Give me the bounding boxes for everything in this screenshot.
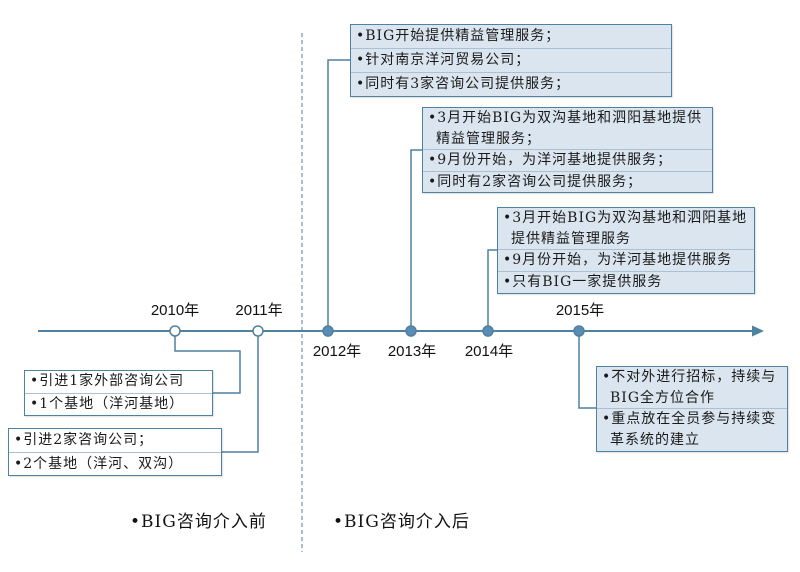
event-line: •BIG开始提供精益管理服务； — [356, 28, 561, 44]
event-item: •3月开始BIG为双沟基地和泗阳基地 提供精益管理服务 — [498, 208, 754, 249]
event-item: •针对南京洋河贸易公司； — [351, 48, 671, 72]
marker-2015 — [573, 325, 585, 337]
event-line-continuation: 革系统的建立 — [610, 431, 700, 448]
event-line: •同时有2家咨询公司提供服务； — [428, 173, 643, 190]
event-item: •同时有3家咨询公司提供服务； — [351, 72, 671, 96]
event-item: •3月开始BIG为双沟基地和泗阳基地提供 精益管理服务； — [423, 108, 712, 149]
year-label-2013: 2013年 — [387, 343, 437, 360]
year-label-2012: 2012年 — [312, 343, 362, 360]
event-line: •针对南京洋河贸易公司； — [356, 52, 531, 68]
event-item: •不对外进行招标，持续与 BIG全方位合作 — [597, 367, 787, 408]
event-line: •9月份开始，为洋河基地提供服务； — [428, 152, 673, 168]
event-line: •不对外进行招标，持续与 — [602, 369, 777, 385]
event-box-2013: •3月开始BIG为双沟基地和泗阳基地提供 精益管理服务； •9月份开始，为洋河基… — [422, 107, 713, 193]
event-line: •3月开始BIG为双沟基地和泗阳基地提供 — [428, 110, 703, 126]
event-line: •只有BIG一家提供服务 — [503, 273, 663, 290]
timeline-arrowhead — [752, 325, 764, 337]
event-line: •2个基地（洋河、双沟） — [14, 455, 184, 472]
event-box-2015: •不对外进行招标，持续与 BIG全方位合作 •重点放在全员参与持续变 革系统的建… — [596, 366, 788, 452]
event-line-continuation: BIG全方位合作 — [610, 389, 716, 406]
marker-2012 — [322, 325, 334, 337]
event-line-continuation: 精益管理服务； — [436, 130, 541, 147]
event-item: •引进1家外部咨询公司 — [25, 371, 212, 393]
event-item: •引进2家咨询公司； — [9, 429, 221, 452]
event-item: •9月份开始，为洋河基地提供服务； — [423, 149, 712, 171]
event-box-2012: •BIG开始提供精益管理服务； •针对南京洋河贸易公司； •同时有3家咨询公司提… — [350, 24, 672, 97]
connector-2011 — [222, 331, 259, 453]
event-line: •9月份开始，为洋河基地提供服务 — [503, 252, 733, 268]
year-label-2010: 2010年 — [150, 302, 200, 319]
event-item: •BIG开始提供精益管理服务； — [351, 25, 671, 48]
event-line-continuation: 提供精益管理服务 — [511, 230, 631, 247]
connector-2013 — [410, 149, 422, 331]
event-line: •1个基地（洋河基地） — [30, 395, 185, 412]
connector-2010 — [174, 331, 241, 394]
connector-2012 — [327, 59, 350, 331]
marker-2011 — [252, 325, 264, 337]
year-label-2011: 2011年 — [235, 302, 283, 319]
event-item: •1个基地（洋河基地） — [25, 392, 212, 416]
event-box-2011: •引进2家咨询公司； •2个基地（洋河、双沟） — [8, 428, 222, 476]
connector-2015 — [578, 331, 596, 409]
event-box-2010: •引进1家外部咨询公司 •1个基地（洋河基地） — [24, 370, 213, 416]
event-item: •同时有2家咨询公司提供服务； — [423, 170, 712, 193]
connector-2014 — [487, 249, 497, 331]
event-item: •只有BIG一家提供服务 — [498, 270, 754, 293]
year-label-2015: 2015年 — [555, 302, 605, 319]
phase-label-after: •BIG咨询介入后 — [333, 512, 470, 532]
event-line: •引进1家外部咨询公司 — [30, 373, 185, 389]
event-line: •重点放在全员参与持续变 — [602, 411, 777, 427]
event-line: •引进2家咨询公司； — [14, 432, 154, 448]
marker-2010 — [169, 325, 181, 337]
event-item: •2个基地（洋河、双沟） — [9, 451, 221, 476]
event-line: •3月开始BIG为双沟基地和泗阳基地 — [503, 210, 748, 226]
event-item: •9月份开始，为洋河基地提供服务 — [498, 249, 754, 271]
phase-label-before: •BIG咨询介入前 — [130, 512, 267, 532]
marker-2013 — [405, 325, 417, 337]
year-label-2014: 2014年 — [464, 343, 514, 360]
marker-2014 — [482, 325, 494, 337]
event-box-2014: •3月开始BIG为双沟基地和泗阳基地 提供精益管理服务 •9月份开始，为洋河基地… — [497, 207, 755, 294]
event-item: •重点放在全员参与持续变 革系统的建立 — [597, 408, 787, 450]
event-line: •同时有3家咨询公司提供服务； — [356, 76, 571, 92]
